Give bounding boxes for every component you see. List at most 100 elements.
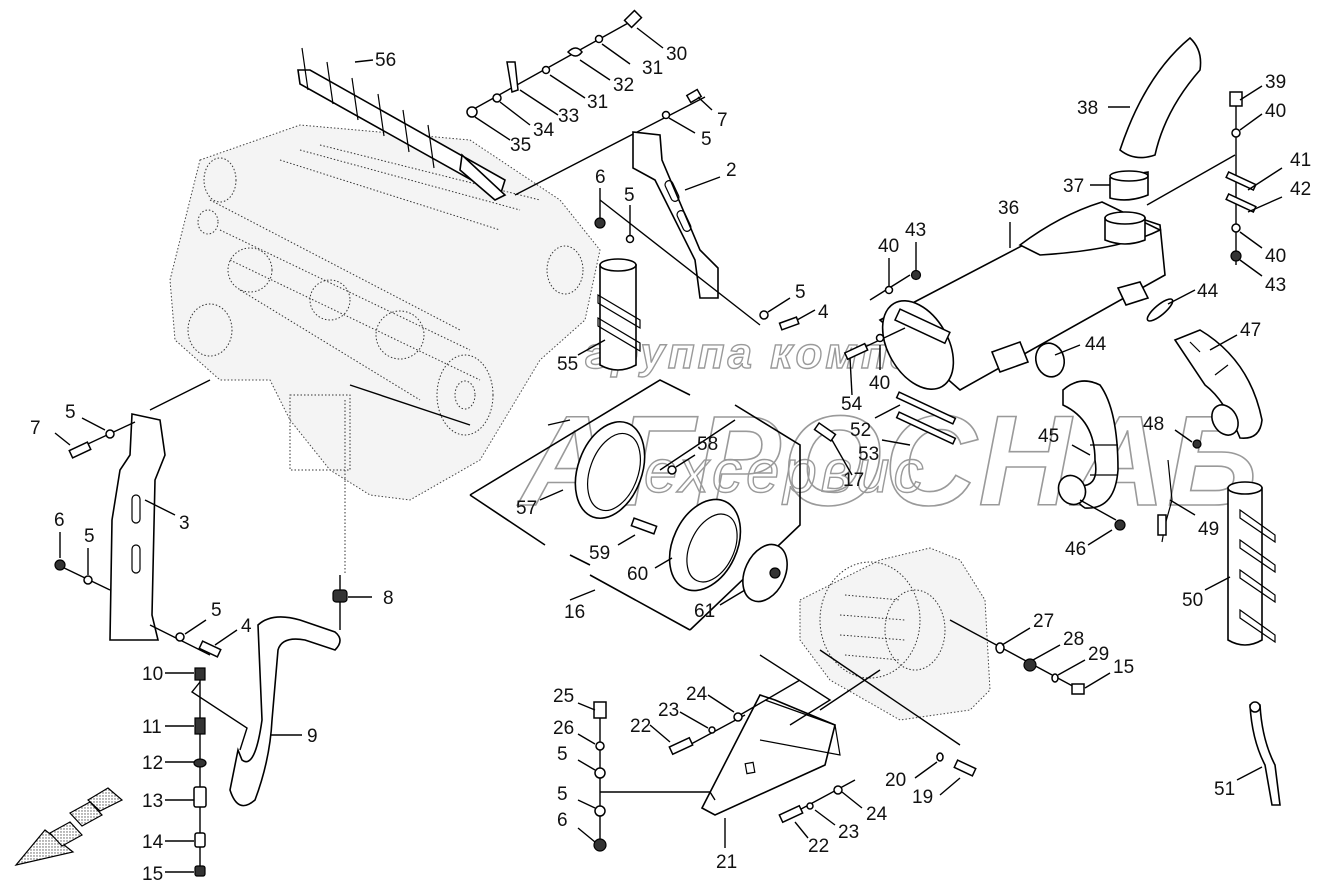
callout-12: 12 (142, 753, 163, 774)
callout-24-left: 24 (686, 684, 708, 705)
callout-40-muffler: 40 (878, 236, 899, 257)
callout-51: 51 (1214, 779, 1235, 800)
callout-5-upper-2: 5 (624, 185, 635, 206)
callout-59: 59 (589, 543, 610, 564)
hardware-27-29-15 (949, 619, 1111, 695)
callout-5-bottom-upper: 5 (557, 744, 568, 765)
callout-56: 56 (375, 50, 396, 71)
callout-3: 3 (179, 513, 190, 534)
callout-38: 38 (1077, 98, 1098, 119)
hardware-40-43-muffler (869, 242, 922, 301)
callout-25: 25 (553, 686, 574, 707)
callout-11: 11 (142, 717, 162, 738)
callout-22-right: 22 (808, 836, 829, 857)
callout-44-upper: 44 (1197, 281, 1219, 302)
heat-shield-56 (297, 47, 507, 201)
callout-14: 14 (142, 832, 164, 853)
callout-55: 55 (557, 354, 578, 375)
callout-40-lower-right: 40 (1265, 246, 1286, 267)
callout-46: 46 (1065, 539, 1086, 560)
callout-36: 36 (998, 198, 1019, 219)
callout-5-upper: 5 (701, 129, 712, 150)
watermark-line-3: техсервис (590, 438, 927, 505)
hardware-54-40-52-53 (843, 327, 957, 446)
drain-hose-51 (1236, 701, 1281, 806)
callout-23-right: 23 (838, 822, 859, 843)
callout-39: 39 (1265, 72, 1286, 93)
callout-34: 34 (533, 120, 555, 141)
callout-60: 60 (627, 564, 648, 585)
callout-16: 16 (564, 602, 585, 623)
callout-5-left-lower: 5 (211, 600, 222, 621)
hardware-20-19 (914, 752, 977, 796)
callout-41: 41 (1290, 150, 1311, 171)
bolt-59 (617, 517, 658, 546)
hardware-stack-30-35 (466, 9, 664, 141)
callout-33: 33 (558, 106, 579, 127)
callout-40-upper-right: 40 (1265, 101, 1286, 122)
bracket-3 (54, 379, 238, 658)
elbow-pipe-45 (1057, 380, 1126, 546)
engine-block (169, 124, 601, 575)
coupling-gear-60 (654, 498, 742, 592)
bracket-2 (514, 88, 816, 331)
muffler-36 (878, 201, 1166, 391)
gearbox-mount-bracket-21 (700, 649, 961, 848)
callout-4-left: 4 (241, 616, 252, 637)
coupling-ring-57 (539, 420, 646, 520)
callout-47: 47 (1240, 320, 1261, 341)
callout-43-muffler: 43 (905, 220, 926, 241)
callout-2: 2 (726, 160, 737, 181)
exhaust-elbow-38 (1108, 36, 1202, 159)
callout-6-upper: 6 (595, 167, 606, 188)
callout-52: 52 (850, 420, 871, 441)
callout-50: 50 (1182, 590, 1203, 611)
sensor-48-49 (1157, 429, 1202, 543)
callout-4-mid: 4 (818, 302, 829, 323)
callout-19: 19 (912, 787, 933, 808)
callout-24-right: 24 (866, 804, 888, 825)
callout-48: 48 (1143, 414, 1164, 435)
exhaust-pipe-50 (1204, 481, 1276, 646)
callout-13: 13 (142, 791, 163, 812)
fittings-stack-10-15 (165, 667, 248, 877)
callout-37: 37 (1063, 176, 1084, 197)
hub-61 (719, 543, 788, 606)
callout-26: 26 (553, 718, 574, 739)
callout-43-right: 43 (1265, 275, 1286, 296)
callout-23-left: 23 (658, 700, 679, 721)
callout-44-lower: 44 (1085, 334, 1107, 355)
callout-9: 9 (307, 726, 318, 747)
callout-42: 42 (1290, 179, 1311, 200)
gearbox (799, 547, 991, 721)
clamp-37 (1090, 170, 1149, 201)
hose-8-9 (229, 575, 372, 807)
callout-15-left: 15 (142, 864, 163, 885)
hardware-stack-25-6 (577, 701, 716, 852)
direction-arrow-icon (14, 787, 124, 866)
clamps-44 (1034, 289, 1196, 378)
hardware-stack-39-43 (1146, 85, 1283, 277)
callout-5-left-upper: 5 (65, 402, 76, 423)
callout-6-bottom: 6 (557, 810, 568, 831)
callout-30: 30 (666, 44, 687, 65)
callout-15-right: 15 (1113, 657, 1134, 678)
callout-7-upper: 7 (717, 110, 728, 131)
callout-5-mid: 5 (795, 282, 806, 303)
callout-61: 61 (694, 601, 715, 622)
callout-20: 20 (885, 770, 906, 791)
callout-57: 57 (516, 498, 537, 519)
callout-29: 29 (1088, 644, 1109, 665)
callout-5-left-mid: 5 (84, 526, 95, 547)
callout-31-upper: 31 (642, 58, 663, 79)
callout-7-left: 7 (30, 418, 41, 439)
callout-35: 35 (510, 135, 531, 156)
hardware-22-24-right (778, 779, 863, 839)
callout-27: 27 (1033, 611, 1054, 632)
callout-5-bottom-lower: 5 (557, 784, 568, 805)
callout-49: 49 (1198, 519, 1219, 540)
callout-22-left: 22 (630, 716, 651, 737)
callout-45: 45 (1038, 426, 1059, 447)
callout-17: 17 (843, 470, 864, 491)
